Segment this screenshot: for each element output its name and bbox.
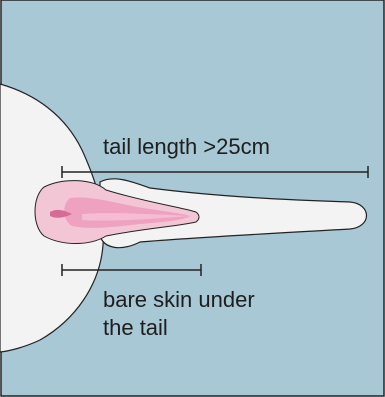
- bare-skin-label-line1: bare skin under: [103, 287, 255, 312]
- bare-skin-label-line2: the tail: [103, 315, 168, 340]
- tail-length-label: tail length >25cm: [103, 134, 270, 159]
